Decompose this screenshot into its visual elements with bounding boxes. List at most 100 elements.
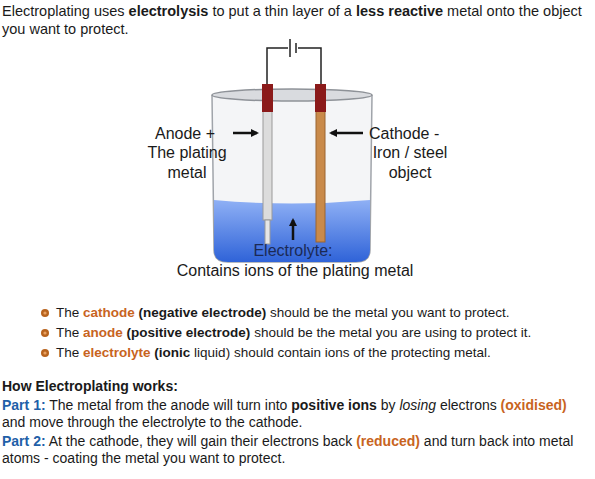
text-run: onto	[487, 3, 515, 19]
text-run: contain	[277, 345, 321, 360]
text-run: of	[278, 262, 291, 279]
text-run: and	[424, 433, 447, 449]
text-run: cathode	[83, 305, 135, 320]
text-run: to	[64, 21, 76, 37]
text-run: you	[376, 325, 398, 340]
text-run: Part	[2, 397, 29, 413]
text-run: cathode.	[249, 414, 303, 430]
text-run: Electrolyte:	[253, 242, 332, 259]
text-run: The	[147, 144, 175, 161]
text-run: it.	[521, 325, 532, 340]
wire	[267, 48, 321, 88]
text-run: electrolysis	[129, 3, 209, 19]
text-run: will	[213, 397, 232, 413]
text-run: +	[206, 125, 215, 142]
text-run: want	[29, 21, 60, 37]
text-label: Contains ions of the plating metal	[145, 261, 445, 281]
text-run: (positive	[127, 325, 183, 340]
anode-rod	[265, 220, 270, 244]
text-run: the	[368, 345, 387, 360]
text-run: steel	[414, 144, 448, 161]
text-run: the	[102, 450, 121, 466]
text-label: The cathode (negative electrode) should …	[56, 305, 592, 322]
text-run: object	[543, 3, 582, 19]
text-run: The	[49, 397, 73, 413]
text-run: the	[332, 305, 351, 320]
text-run: plating	[179, 144, 226, 161]
text-run: At	[49, 433, 62, 449]
text-label: The anode (positive electrode) should be…	[56, 325, 592, 342]
text-run: turn	[237, 397, 261, 413]
text-label: Iron / steel object	[362, 143, 458, 183]
text-run: (reduced)	[356, 433, 420, 449]
text-run: back	[479, 433, 509, 449]
text-run: The	[56, 345, 79, 360]
text-run: should	[270, 305, 310, 320]
text-run: into	[265, 397, 288, 413]
text-run: electrons	[440, 397, 497, 413]
text-run: protecting	[391, 345, 450, 360]
text-run: -	[44, 450, 49, 466]
text-run: (oxidised)	[501, 397, 567, 413]
text-run: layer	[292, 3, 323, 19]
pointer-arrow	[233, 132, 257, 135]
beaker-rim	[212, 89, 372, 101]
text-run: less	[356, 3, 384, 19]
text-run: through	[67, 414, 114, 430]
text-run: object	[389, 164, 432, 181]
text-run: to	[212, 3, 224, 19]
text-run: electrolyte	[142, 414, 206, 430]
text-run: metal	[374, 262, 413, 279]
text-run: metal.	[454, 345, 491, 360]
text-run: and	[2, 414, 25, 430]
text-run: protect	[476, 325, 517, 340]
text-run: metal	[539, 433, 573, 449]
text-run: want	[190, 450, 220, 466]
text-run: Iron	[373, 144, 401, 161]
text-label: Anode +	[155, 124, 235, 144]
text-label: Part 1: The metal from the anode will tu…	[2, 397, 590, 431]
text-run: a	[344, 3, 352, 19]
text-run: works:	[133, 378, 178, 394]
text-run: to	[223, 450, 235, 466]
electrolyte-liquid	[214, 200, 370, 262]
text-run: (negative	[139, 305, 198, 320]
text-run: the	[225, 414, 244, 430]
text-run: turn	[451, 433, 475, 449]
text-run: their	[231, 433, 258, 449]
text-run: put	[229, 3, 249, 19]
text-run: to	[449, 305, 460, 320]
text-run: 2:	[33, 433, 45, 449]
text-run: of	[328, 3, 340, 19]
text-run: (ionic	[154, 345, 190, 360]
text-run: atoms	[2, 450, 40, 466]
text-run: anode	[83, 325, 123, 340]
text-run: will	[177, 433, 196, 449]
text-run: to	[461, 325, 472, 340]
text-run: want	[417, 305, 446, 320]
text-run: The	[56, 325, 79, 340]
text-run: Contains	[177, 262, 240, 279]
pointer-arrow	[292, 220, 295, 240]
text-run: the	[296, 262, 318, 279]
text-run: Electroplating	[2, 3, 90, 19]
text-run: using	[425, 325, 457, 340]
text-run: positive	[291, 397, 344, 413]
electrode-cap	[262, 84, 273, 112]
text-run: electrode)	[186, 325, 251, 340]
text-run: should	[234, 345, 274, 360]
text-run: How	[2, 378, 32, 394]
text-run: a	[253, 3, 261, 19]
text-run: Electroplating	[35, 378, 128, 394]
text-run: metal	[167, 164, 206, 181]
text-run: from	[115, 397, 143, 413]
text-run: protect.	[239, 450, 286, 466]
text-run: losing	[399, 397, 436, 413]
text-label: Part 2: At the cathode, they will gain t…	[2, 433, 590, 467]
text-run: 1:	[33, 397, 45, 413]
text-run: the	[66, 433, 85, 449]
text-label: The electrolyte (ionic liquid) should co…	[56, 345, 592, 362]
text-run: be	[298, 325, 313, 340]
text-run: protect.	[80, 21, 128, 37]
text-run: ions	[244, 262, 273, 279]
